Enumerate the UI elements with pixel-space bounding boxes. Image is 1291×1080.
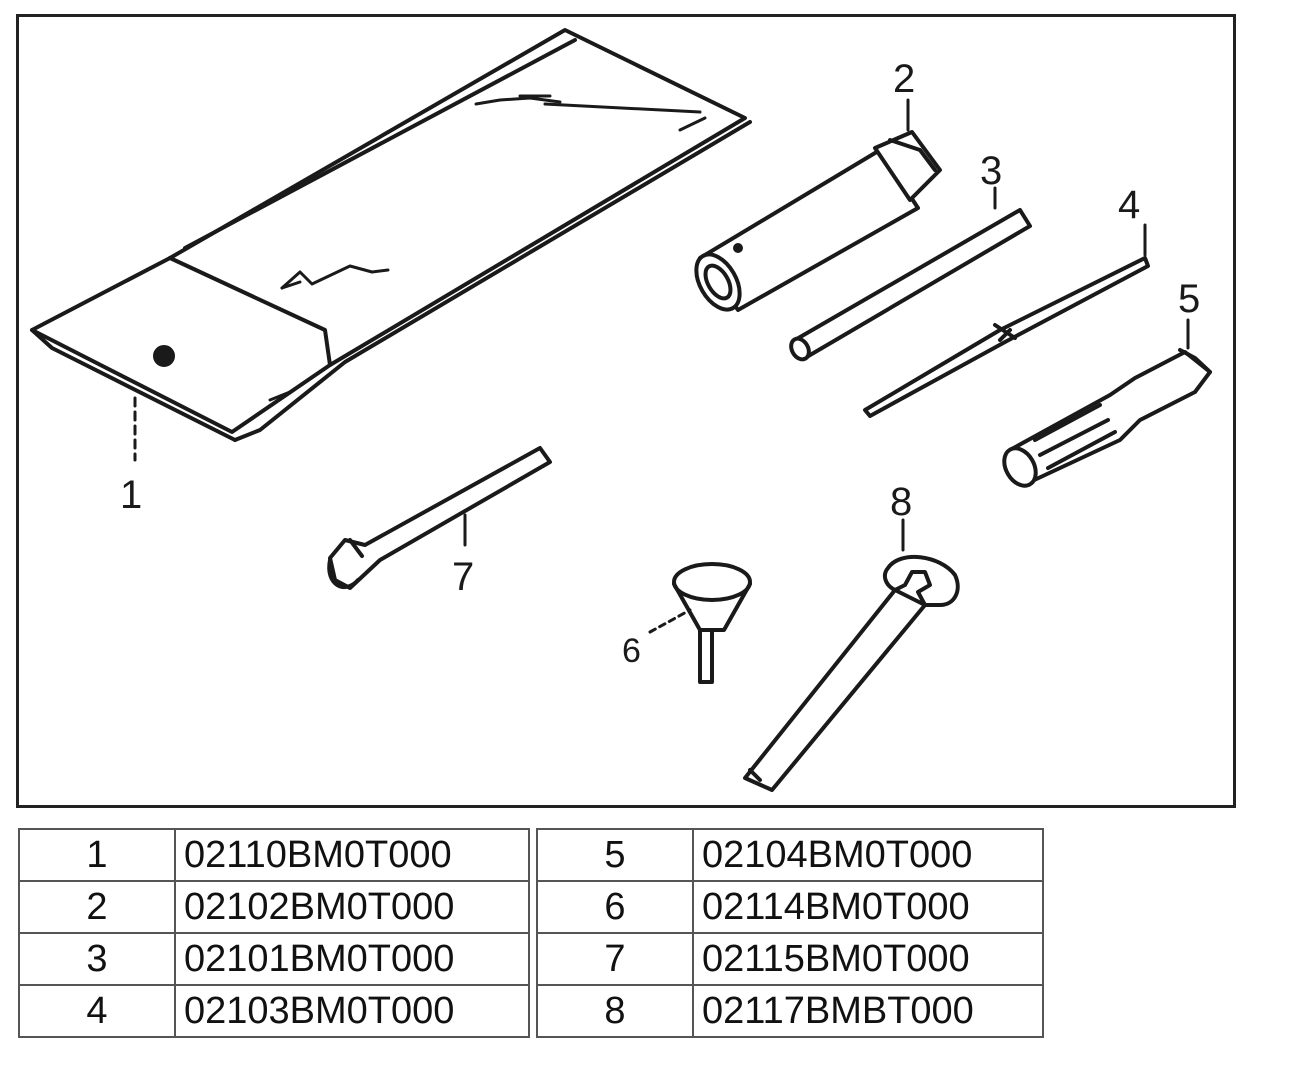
callout-leader-6 xyxy=(648,608,692,634)
callout-3: 3 xyxy=(980,149,1002,193)
part-code: 02114BM0T000 xyxy=(692,880,1044,934)
table-row: 4 02103BM0T000 xyxy=(18,984,530,1038)
box-wrench-icon xyxy=(694,130,942,312)
callout-1: 1 xyxy=(120,473,142,517)
part-number: 6 xyxy=(536,880,694,934)
part-number: 3 xyxy=(18,932,176,986)
part-code: 02101BM0T000 xyxy=(174,932,530,986)
part-number: 5 xyxy=(536,828,694,882)
table-row: 6 02114BM0T000 xyxy=(536,880,1044,934)
table-row: 2 02102BM0T000 xyxy=(18,880,530,934)
funnel-icon xyxy=(672,562,752,684)
hook-spanner-icon xyxy=(327,446,552,590)
part-number: 8 xyxy=(536,984,694,1038)
part-number: 2 xyxy=(18,880,176,934)
screwdriver-blade-icon xyxy=(863,256,1150,418)
part-number: 7 xyxy=(536,932,694,986)
callout-5: 5 xyxy=(1178,277,1200,321)
part-code: 02103BM0T000 xyxy=(174,984,530,1038)
screwdriver-handle-icon xyxy=(1002,348,1212,488)
table-row: 5 02104BM0T000 xyxy=(536,828,1044,882)
parts-table-left: 1 02110BM0T000 2 02102BM0T000 3 02101BM0… xyxy=(18,828,530,1038)
callout-8: 8 xyxy=(890,480,912,524)
table-row: 7 02115BM0T000 xyxy=(536,932,1044,986)
part-code: 02117BMBT000 xyxy=(692,984,1044,1038)
part-code: 02110BM0T000 xyxy=(174,828,530,882)
table-row: 8 02117BMBT000 xyxy=(536,984,1044,1038)
callout-2: 2 xyxy=(893,57,915,101)
tool-bag-icon xyxy=(30,28,752,442)
callout-4: 4 xyxy=(1118,183,1140,227)
part-code: 02104BM0T000 xyxy=(692,828,1044,882)
callout-6: 6 xyxy=(622,632,641,670)
tommy-bar-icon xyxy=(789,208,1032,362)
part-code: 02102BM0T000 xyxy=(174,880,530,934)
callout-7: 7 xyxy=(452,555,474,599)
part-code: 02115BM0T000 xyxy=(692,932,1044,986)
table-row: 1 02110BM0T000 xyxy=(18,828,530,882)
open-end-wrench-icon xyxy=(743,554,960,792)
exploded-parts-diagram: 1 2 3 4 5 6 7 8 xyxy=(30,28,1212,792)
part-number: 1 xyxy=(18,828,176,882)
parts-table-right: 5 02104BM0T000 6 02114BM0T000 7 02115BM0… xyxy=(536,828,1044,1038)
part-number: 4 xyxy=(18,984,176,1038)
table-row: 3 02101BM0T000 xyxy=(18,932,530,986)
